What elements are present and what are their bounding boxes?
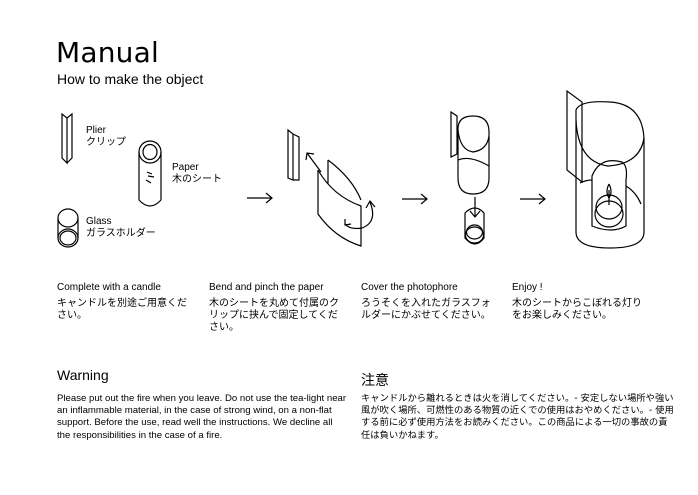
- warning-body-jp: キャンドルから離れるときは火を消してください。- 安定しない場所や強い風が吹く場…: [361, 393, 674, 441]
- step-1: Complete with a candle キャンドルを別途ご用意ください。: [57, 282, 192, 322]
- step-title: Enjoy !: [512, 282, 543, 293]
- part-name-en: Paper: [172, 162, 199, 173]
- warning-title-jp: 注意: [361, 373, 389, 389]
- step-title: Cover the photophore: [361, 282, 458, 293]
- step-description: 木のシートを丸めて付属のクリップに挟んで固定してください。: [209, 298, 339, 333]
- part-name-jp: 木のシート: [172, 174, 222, 185]
- bend-paper-icon: [287, 128, 376, 247]
- part-label-plier: Plier クリップ: [86, 125, 126, 149]
- part-name-en: Glass: [86, 216, 112, 227]
- arrow-right-icon: [247, 192, 273, 204]
- warning-body-en: Please put out the fire when you leave. …: [57, 393, 347, 441]
- finished-lamp-icon: [566, 89, 645, 249]
- cover-photophore-icon: [450, 110, 490, 245]
- step-4: Enjoy ! 木のシートからこぼれる灯りをお楽しみください。: [512, 282, 647, 322]
- part-label-glass: Glass ガラスホルダー: [86, 216, 156, 240]
- part-name-en: Plier: [86, 125, 107, 136]
- part-name-jp: クリップ: [86, 137, 126, 148]
- step-title: Complete with a candle: [57, 282, 161, 293]
- part-name-jp: ガラスホルダー: [86, 228, 156, 239]
- plier-icon: [61, 112, 73, 165]
- step-2: Bend and pinch the paper 木のシートを丸めて付属のクリッ…: [209, 282, 344, 334]
- step-description: 木のシートからこぼれる灯りをお楽しみください。: [512, 298, 642, 321]
- step-description: キャンドルを別途ご用意ください。: [57, 298, 187, 321]
- arrow-right-icon: [402, 193, 428, 205]
- paper-roll-icon: [138, 140, 162, 207]
- warning-title-en: Warning: [57, 367, 109, 383]
- part-label-paper: Paper 木のシート: [172, 162, 222, 186]
- page-subtitle: How to make the object: [57, 71, 204, 87]
- arrow-right-icon: [520, 193, 546, 205]
- step-description: ろうそくを入れたガラスフォルダーにかぶせてください。: [361, 298, 491, 321]
- page-title: Manual: [56, 36, 159, 69]
- step-3: Cover the photophore ろうそくを入れたガラスフォルダーにかぶ…: [361, 282, 496, 322]
- step-title: Bend and pinch the paper: [209, 282, 324, 293]
- glass-holder-icon: [57, 208, 79, 248]
